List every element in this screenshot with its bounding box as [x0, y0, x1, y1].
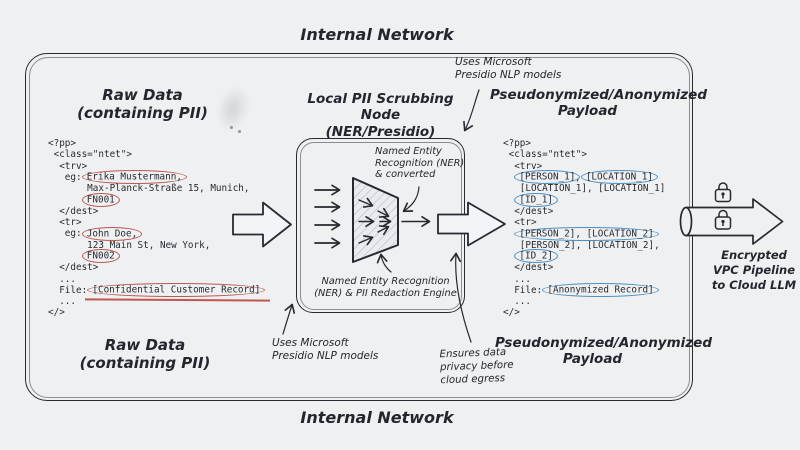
- code-line: ...: [48, 274, 260, 285]
- raw-data-title: Raw Data (containing PII): [77, 86, 208, 123]
- anonymized-code-block: <?pp> <class="ntet"> <trv> [PERSON_1], […: [503, 138, 665, 319]
- code-line: [PERSON_1], [LOCATION_1]: [503, 170, 665, 185]
- code-text: [PERSON_2], [LOCATION_2],: [503, 239, 660, 251]
- code-text: <tr>: [503, 217, 537, 229]
- raw-data-caption: Raw Data (containing PII): [79, 336, 211, 373]
- code-text: Max-Planck-Straße 15, Munich,: [48, 183, 250, 195]
- code-line: [ID_2]: [503, 249, 665, 264]
- code-line: <class="ntet">: [48, 149, 260, 160]
- code-text: </dest>: [503, 262, 554, 274]
- pii-token-highlight: [Confidential Customer Record]: [87, 283, 266, 298]
- code-text: eg:: [48, 171, 88, 183]
- code-line: ...: [503, 274, 665, 285]
- code-line: eg: John Doe,: [48, 226, 260, 241]
- encrypted-pipeline-arrow: [679, 198, 784, 245]
- code-text: </dest>: [48, 262, 99, 274]
- pii-token-highlight: FN001: [81, 192, 120, 207]
- code-line: [LOCATION_1], [LOCATION_1]: [503, 183, 666, 195]
- code-line: <class="ntet">: [503, 149, 665, 160]
- code-text: ...: [503, 296, 531, 308]
- code-line: FN002: [48, 249, 260, 264]
- code-line: [PERSON_2], [LOCATION_2],: [503, 240, 665, 251]
- code-text: <?pp>: [48, 138, 76, 149]
- pii-token-highlight: [LOCATION_1]: [580, 170, 658, 185]
- code-text: ,: [575, 171, 587, 183]
- code-text: </dest>: [48, 205, 99, 217]
- code-line: FN001: [48, 192, 260, 207]
- code-line: File: [Confidential Customer Record]: [48, 283, 266, 298]
- code-line: </>: [503, 307, 665, 318]
- code-line: 123 Main St, New York,: [48, 240, 260, 251]
- code-line: </dest>: [48, 262, 260, 273]
- code-text: <?pp>: [503, 138, 531, 149]
- code-line: [PERSON_2], [LOCATION_2]: [503, 226, 665, 241]
- code-text: <trv>: [503, 160, 543, 172]
- code-line: <tr>: [503, 217, 665, 228]
- ensures-privacy-note: Ensures data privacy before cloud egress: [439, 346, 514, 387]
- code-line: [ID_1]: [503, 192, 665, 207]
- lock-icon: [714, 182, 732, 203]
- code-text: </dest>: [503, 205, 554, 217]
- code-text: [LOCATION_1], [LOCATION_1]: [503, 183, 666, 195]
- code-line: Max-Planck-Straße 15, Munich,: [48, 183, 260, 194]
- code-text: ...: [503, 273, 531, 285]
- code-text: 123 Main St, New York,: [48, 239, 211, 251]
- code-line: </dest>: [503, 262, 665, 273]
- code-line: eg: Erika Mustermann,: [48, 170, 260, 185]
- code-line: <trv>: [503, 161, 665, 172]
- code-line: ...: [503, 296, 665, 307]
- payload-title: Pseudonymized/Anonymized Payload: [490, 87, 707, 120]
- payload-caption: Pseudonymized/Anonymized Payload: [495, 335, 712, 368]
- code-line: </dest>: [48, 206, 260, 217]
- code-line: </>: [48, 307, 260, 318]
- code-text: <tr>: [48, 217, 82, 229]
- lock-icon: [714, 209, 732, 230]
- code-text: <class="ntet">: [503, 149, 587, 161]
- pii-token-highlight: [ID_1]: [514, 192, 558, 207]
- code-text: </>: [503, 307, 520, 319]
- ner-redaction-note: Named Entity Recognition (NER) & PII Red…: [314, 276, 457, 299]
- uses-presidio-note-top: Uses Microsoft Presidio NLP models: [455, 56, 562, 82]
- code-text: eg:: [48, 228, 88, 240]
- code-text: File:: [503, 284, 548, 296]
- code-text: ...: [48, 296, 76, 308]
- code-text: <class="ntet">: [48, 149, 132, 161]
- scrubbing-node-title: Local PII Scrubbing Node (NER/Presidio): [307, 91, 454, 140]
- code-line: </dest>: [503, 206, 665, 217]
- internal-network-label-bottom: Internal Network: [300, 408, 454, 427]
- uses-presidio-note-bottom: Uses Microsoft Presidio NLP models: [272, 337, 379, 363]
- code-line: ...: [48, 296, 260, 307]
- pii-token-highlight: [PERSON_2], [LOCATION_2]: [514, 226, 659, 241]
- pii-token-highlight: John Doe,: [81, 226, 143, 241]
- ink-speck: [238, 130, 241, 133]
- ner-converted-note: Named Entity Recognition (NER) & convert…: [375, 146, 465, 181]
- code-text: <trv>: [48, 160, 88, 172]
- internal-network-label-top: Internal Network: [300, 25, 454, 44]
- code-line: <?pp>: [503, 138, 665, 149]
- code-text: </>: [48, 307, 65, 319]
- ink-speck: [230, 126, 233, 129]
- code-line: <tr>: [48, 217, 260, 228]
- pii-token-highlight: [Anonymized Record]: [542, 283, 659, 298]
- code-text: ...: [48, 273, 76, 285]
- code-text: File:: [48, 284, 93, 296]
- code-line: <?pp>: [48, 138, 260, 149]
- code-line: <trv>: [48, 161, 260, 172]
- pii-token-highlight: [PERSON_1]: [514, 170, 581, 185]
- encrypted-pipeline-label: Encrypted VPC Pipeline to Cloud LLM: [711, 248, 797, 292]
- pii-token-highlight: FN002: [81, 249, 120, 264]
- code-line: File: [Anonymized Record]: [503, 283, 665, 298]
- pii-token-highlight: [ID_2]: [514, 249, 558, 264]
- pii-token-highlight: Erika Mustermann,: [81, 170, 187, 185]
- raw-pii-code-block: <?pp> <class="ntet"> <trv> eg: Erika Mus…: [48, 138, 266, 319]
